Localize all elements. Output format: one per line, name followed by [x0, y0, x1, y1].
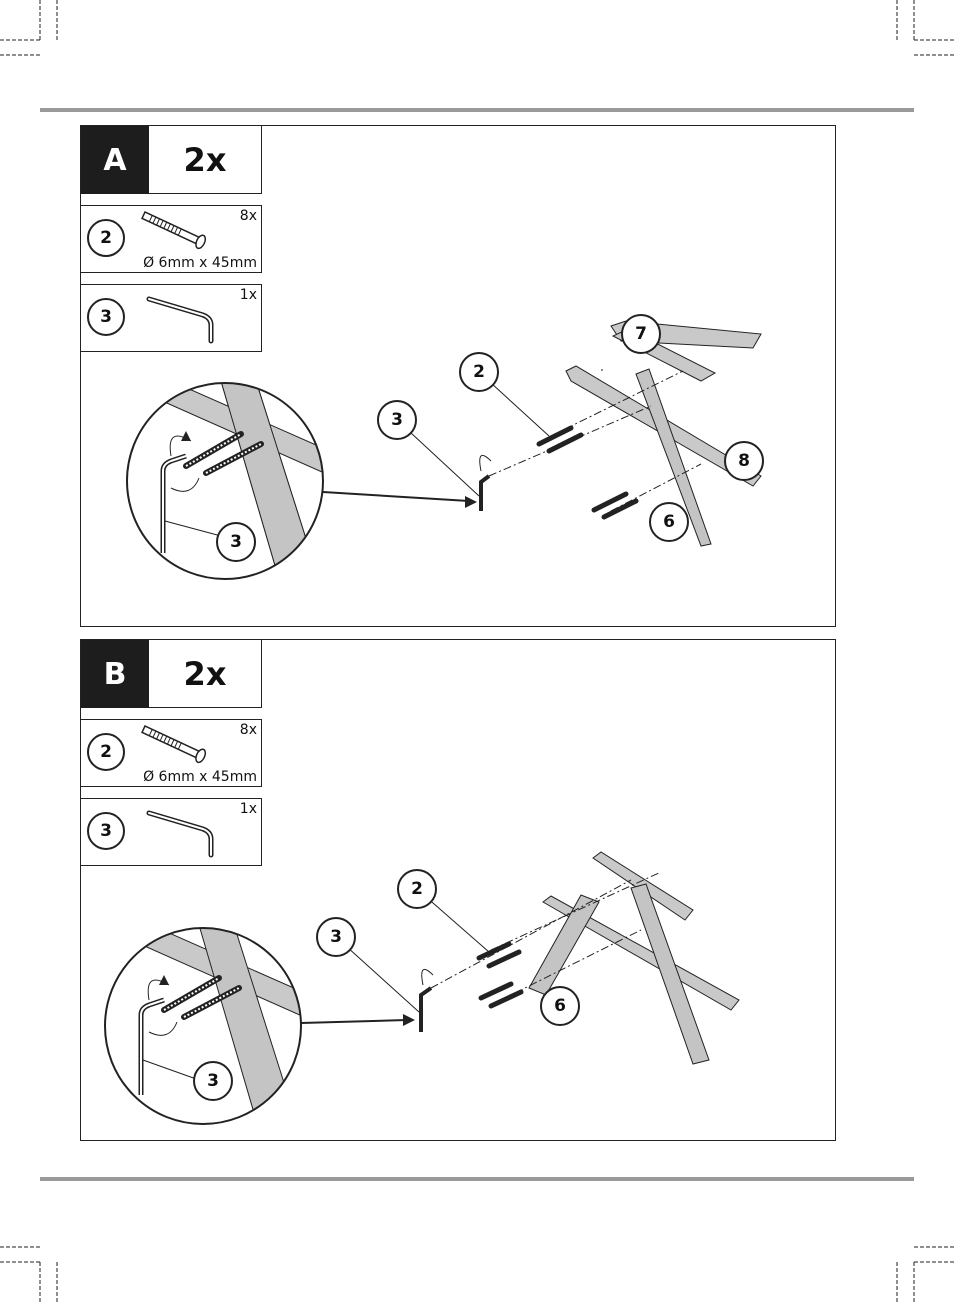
- callout-part-6: 6: [649, 502, 689, 542]
- part-box-screw: 2 8x Ø 6mm x 45mm: [81, 205, 262, 273]
- screw-icon: [141, 725, 207, 764]
- part-quantity: 8x: [239, 722, 257, 738]
- crop-mark-top-right: [894, 0, 954, 60]
- callout-screw: 2: [397, 869, 437, 909]
- crop-mark-bottom-right: [894, 1242, 954, 1302]
- top-rule: [40, 108, 914, 112]
- part-box-screw: 2 8x Ø 6mm x 45mm: [81, 719, 262, 787]
- callout-part-7: 7: [621, 314, 661, 354]
- callout-detail-allen-key: 3: [216, 522, 256, 562]
- step-multiplier: 2x: [149, 126, 262, 194]
- part-number: 2: [87, 733, 125, 771]
- callout-part-8: 8: [724, 441, 764, 481]
- step-a-illustration: [126, 320, 762, 580]
- bottom-rule: [40, 1177, 914, 1181]
- crop-mark-top-left: [0, 0, 60, 60]
- part-quantity: 8x: [239, 208, 257, 224]
- screw-icon: [141, 211, 207, 250]
- part-number: 2: [87, 219, 125, 257]
- step-letter: A: [81, 126, 149, 194]
- callout-allen-key: 3: [316, 917, 356, 957]
- allen-key-icon: [146, 296, 214, 344]
- part-box-allen-key: 3 1x: [81, 798, 262, 866]
- step-letter: B: [81, 640, 149, 708]
- step-multiplier: 2x: [149, 640, 262, 708]
- callout-part-6: 6: [540, 986, 580, 1026]
- step-b-panel: B 2x 2 8x Ø 6mm x 45mm 3 1x: [80, 639, 836, 1141]
- part-quantity: 1x: [239, 287, 257, 303]
- part-number: 3: [87, 298, 125, 336]
- callout-screw: 2: [459, 352, 499, 392]
- step-b-illustration: [104, 851, 740, 1125]
- part-dimension: Ø 6mm x 45mm: [143, 255, 257, 271]
- callout-detail-allen-key: 3: [193, 1061, 233, 1101]
- crop-mark-bottom-left: [0, 1242, 60, 1302]
- part-quantity: 1x: [239, 801, 257, 817]
- step-a-panel: A 2x 2 8x Ø 6mm x 45mm 3 1x: [80, 125, 836, 627]
- part-box-allen-key: 3 1x: [81, 284, 262, 352]
- callout-allen-key: 3: [377, 400, 417, 440]
- part-dimension: Ø 6mm x 45mm: [143, 769, 257, 785]
- part-number: 3: [87, 812, 125, 850]
- allen-key-icon: [146, 810, 214, 858]
